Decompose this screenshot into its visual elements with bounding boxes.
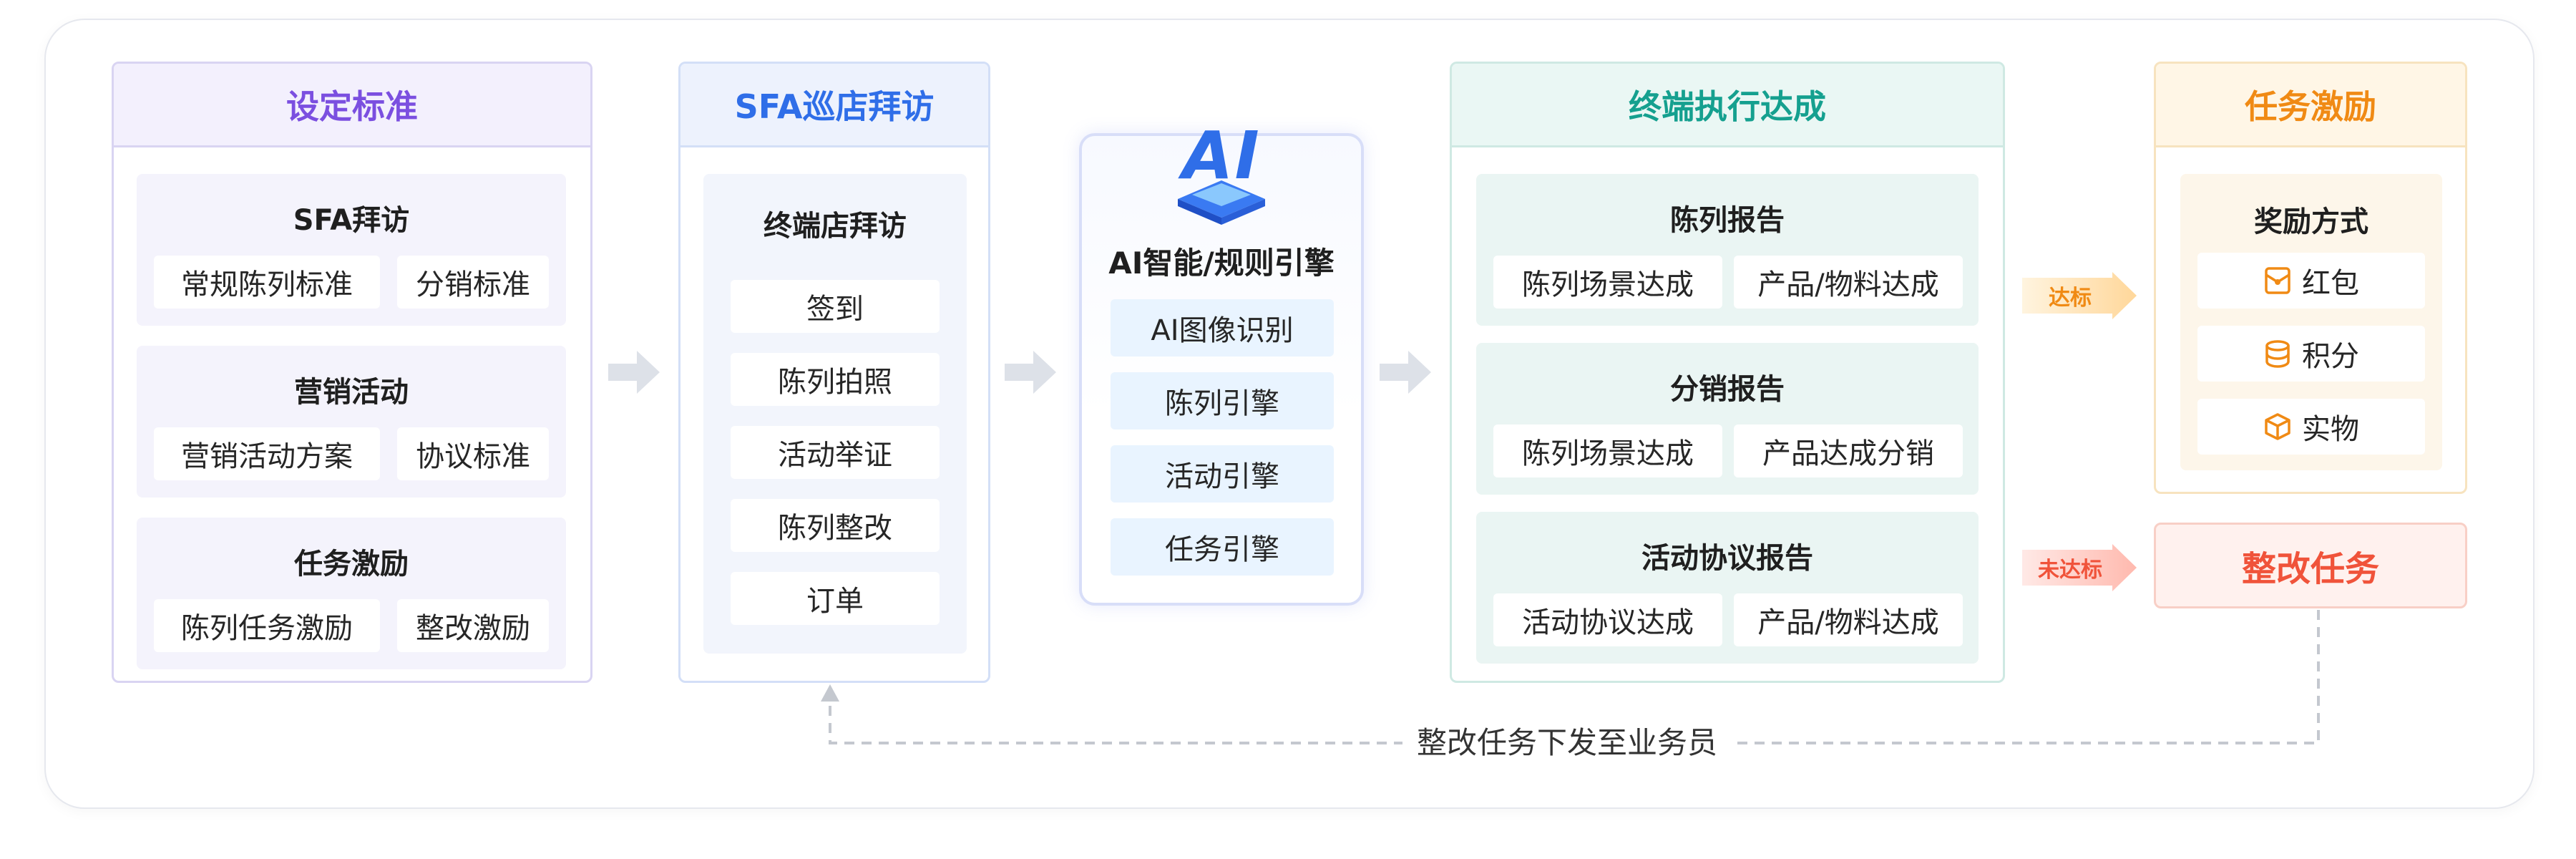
chip-activity-engine: 活动引擎 <box>1111 445 1334 503</box>
chip-distribution: 分销标准 <box>397 256 549 309</box>
standards-panel: 设定标准 SFA拜访 常规陈列标准 分销标准 营销活动 营销活动方案 协议标准 … <box>112 62 592 683</box>
feedback-label: 整改任务下发至业务员 <box>1402 723 1732 763</box>
not-reached-label: 未达标 <box>2038 558 2102 583</box>
ai-logo: AI <box>1163 120 1279 228</box>
rectify-title: 整改任务 <box>2241 549 2379 589</box>
chip-marketing-plan: 营销活动方案 <box>154 427 380 480</box>
group-title: SFA拜访 <box>293 204 410 237</box>
group-title: 分销报告 <box>1670 373 1785 406</box>
flow-arrow-icon <box>608 351 660 394</box>
chip-agreement-standard: 协议标准 <box>397 427 549 480</box>
reached-arrow-icon <box>2022 272 2137 319</box>
reward-label: 积分 <box>2302 340 2359 373</box>
coins-icon <box>2263 339 2292 368</box>
chip-product-material: 产品/物料达成 <box>1734 593 1963 646</box>
chip-display-engine: 陈列引擎 <box>1111 372 1334 430</box>
group-title: 任务激励 <box>294 548 409 581</box>
incentive-panel: 任务激励 奖励方式 红包 积分 实物 <box>2154 62 2467 494</box>
chip-agreement-reached: 活动协议达成 <box>1493 593 1722 646</box>
rectify-panel: 整改任务 <box>2154 523 2467 608</box>
chip-ai-image-recognition: AI图像识别 <box>1111 299 1334 356</box>
reached-arrow: 达标 <box>2022 272 2137 319</box>
chip-activity-proof: 活动举证 <box>731 426 940 479</box>
chip-display-scene: 陈列场景达成 <box>1493 424 1722 477</box>
flow-arrow-icon <box>1380 351 1431 394</box>
chip-physical: 实物 <box>2197 399 2425 455</box>
chip-product-material: 产品/物料达成 <box>1734 256 1963 309</box>
sfa-group-store-visit: 终端店拜访 签到 陈列拍照 活动举证 陈列整改 订单 <box>703 174 967 654</box>
execution-title: 终端执行达成 <box>1452 64 2003 147</box>
chip-display-photo: 陈列拍照 <box>731 353 940 406</box>
chip-order: 订单 <box>731 572 940 625</box>
reward-label: 实物 <box>2302 413 2359 446</box>
standards-group-sfa: SFA拜访 常规陈列标准 分销标准 <box>137 174 566 326</box>
chip-points: 积分 <box>2197 326 2425 382</box>
red-packet-icon <box>2263 266 2292 295</box>
chip-regular-display: 常规陈列标准 <box>154 256 380 309</box>
execution-group-agreement: 活动协议报告 活动协议达成 产品/物料达成 <box>1476 512 1979 664</box>
execution-group-display: 陈列报告 陈列场景达成 产品/物料达成 <box>1476 174 1979 326</box>
chip-rectify-incentive: 整改激励 <box>397 599 549 652</box>
group-title: 陈列报告 <box>1670 204 1785 237</box>
chip-red-packet: 红包 <box>2197 253 2425 309</box>
flow-arrow-icon <box>1005 351 1056 394</box>
group-title: 营销活动 <box>294 376 409 409</box>
reward-label: 红包 <box>2302 267 2359 300</box>
ai-engine-title: AI智能/规则引擎 <box>1108 246 1335 281</box>
group-title: 奖励方式 <box>2254 205 2368 238</box>
standards-title: 设定标准 <box>114 64 590 147</box>
standards-group-marketing: 营销活动 营销活动方案 协议标准 <box>137 346 566 498</box>
chip-sign-in: 签到 <box>731 280 940 333</box>
not-reached-arrow-icon <box>2022 544 2137 591</box>
sfa-panel: SFA巡店拜访 终端店拜访 签到 陈列拍照 活动举证 陈列整改 订单 <box>678 62 990 683</box>
group-title: 活动协议报告 <box>1641 542 1813 575</box>
ai-logo-text: AI <box>1182 117 1261 194</box>
execution-panel: 终端执行达成 陈列报告 陈列场景达成 产品/物料达成 分销报告 陈列场景达成 产… <box>1450 62 2005 683</box>
chip-task-engine: 任务引擎 <box>1111 518 1334 576</box>
box-icon <box>2263 412 2292 441</box>
execution-group-distribution: 分销报告 陈列场景达成 产品达成分销 <box>1476 343 1979 495</box>
standards-group-incentive: 任务激励 陈列任务激励 整改激励 <box>137 518 566 669</box>
chip-display-rectify: 陈列整改 <box>731 499 940 552</box>
ai-chip-icon <box>1178 180 1265 225</box>
group-title: 终端店拜访 <box>763 210 907 243</box>
chip-product-distribution: 产品达成分销 <box>1734 424 1963 477</box>
not-reached-arrow: 未达标 <box>2022 544 2137 591</box>
incentive-group-rewards: 奖励方式 红包 积分 实物 <box>2180 174 2442 470</box>
sfa-title: SFA巡店拜访 <box>680 64 988 147</box>
incentive-title: 任务激励 <box>2156 64 2465 147</box>
chip-display-scene: 陈列场景达成 <box>1493 256 1722 309</box>
reached-label: 达标 <box>2049 286 2092 311</box>
chip-display-incentive: 陈列任务激励 <box>154 599 380 652</box>
